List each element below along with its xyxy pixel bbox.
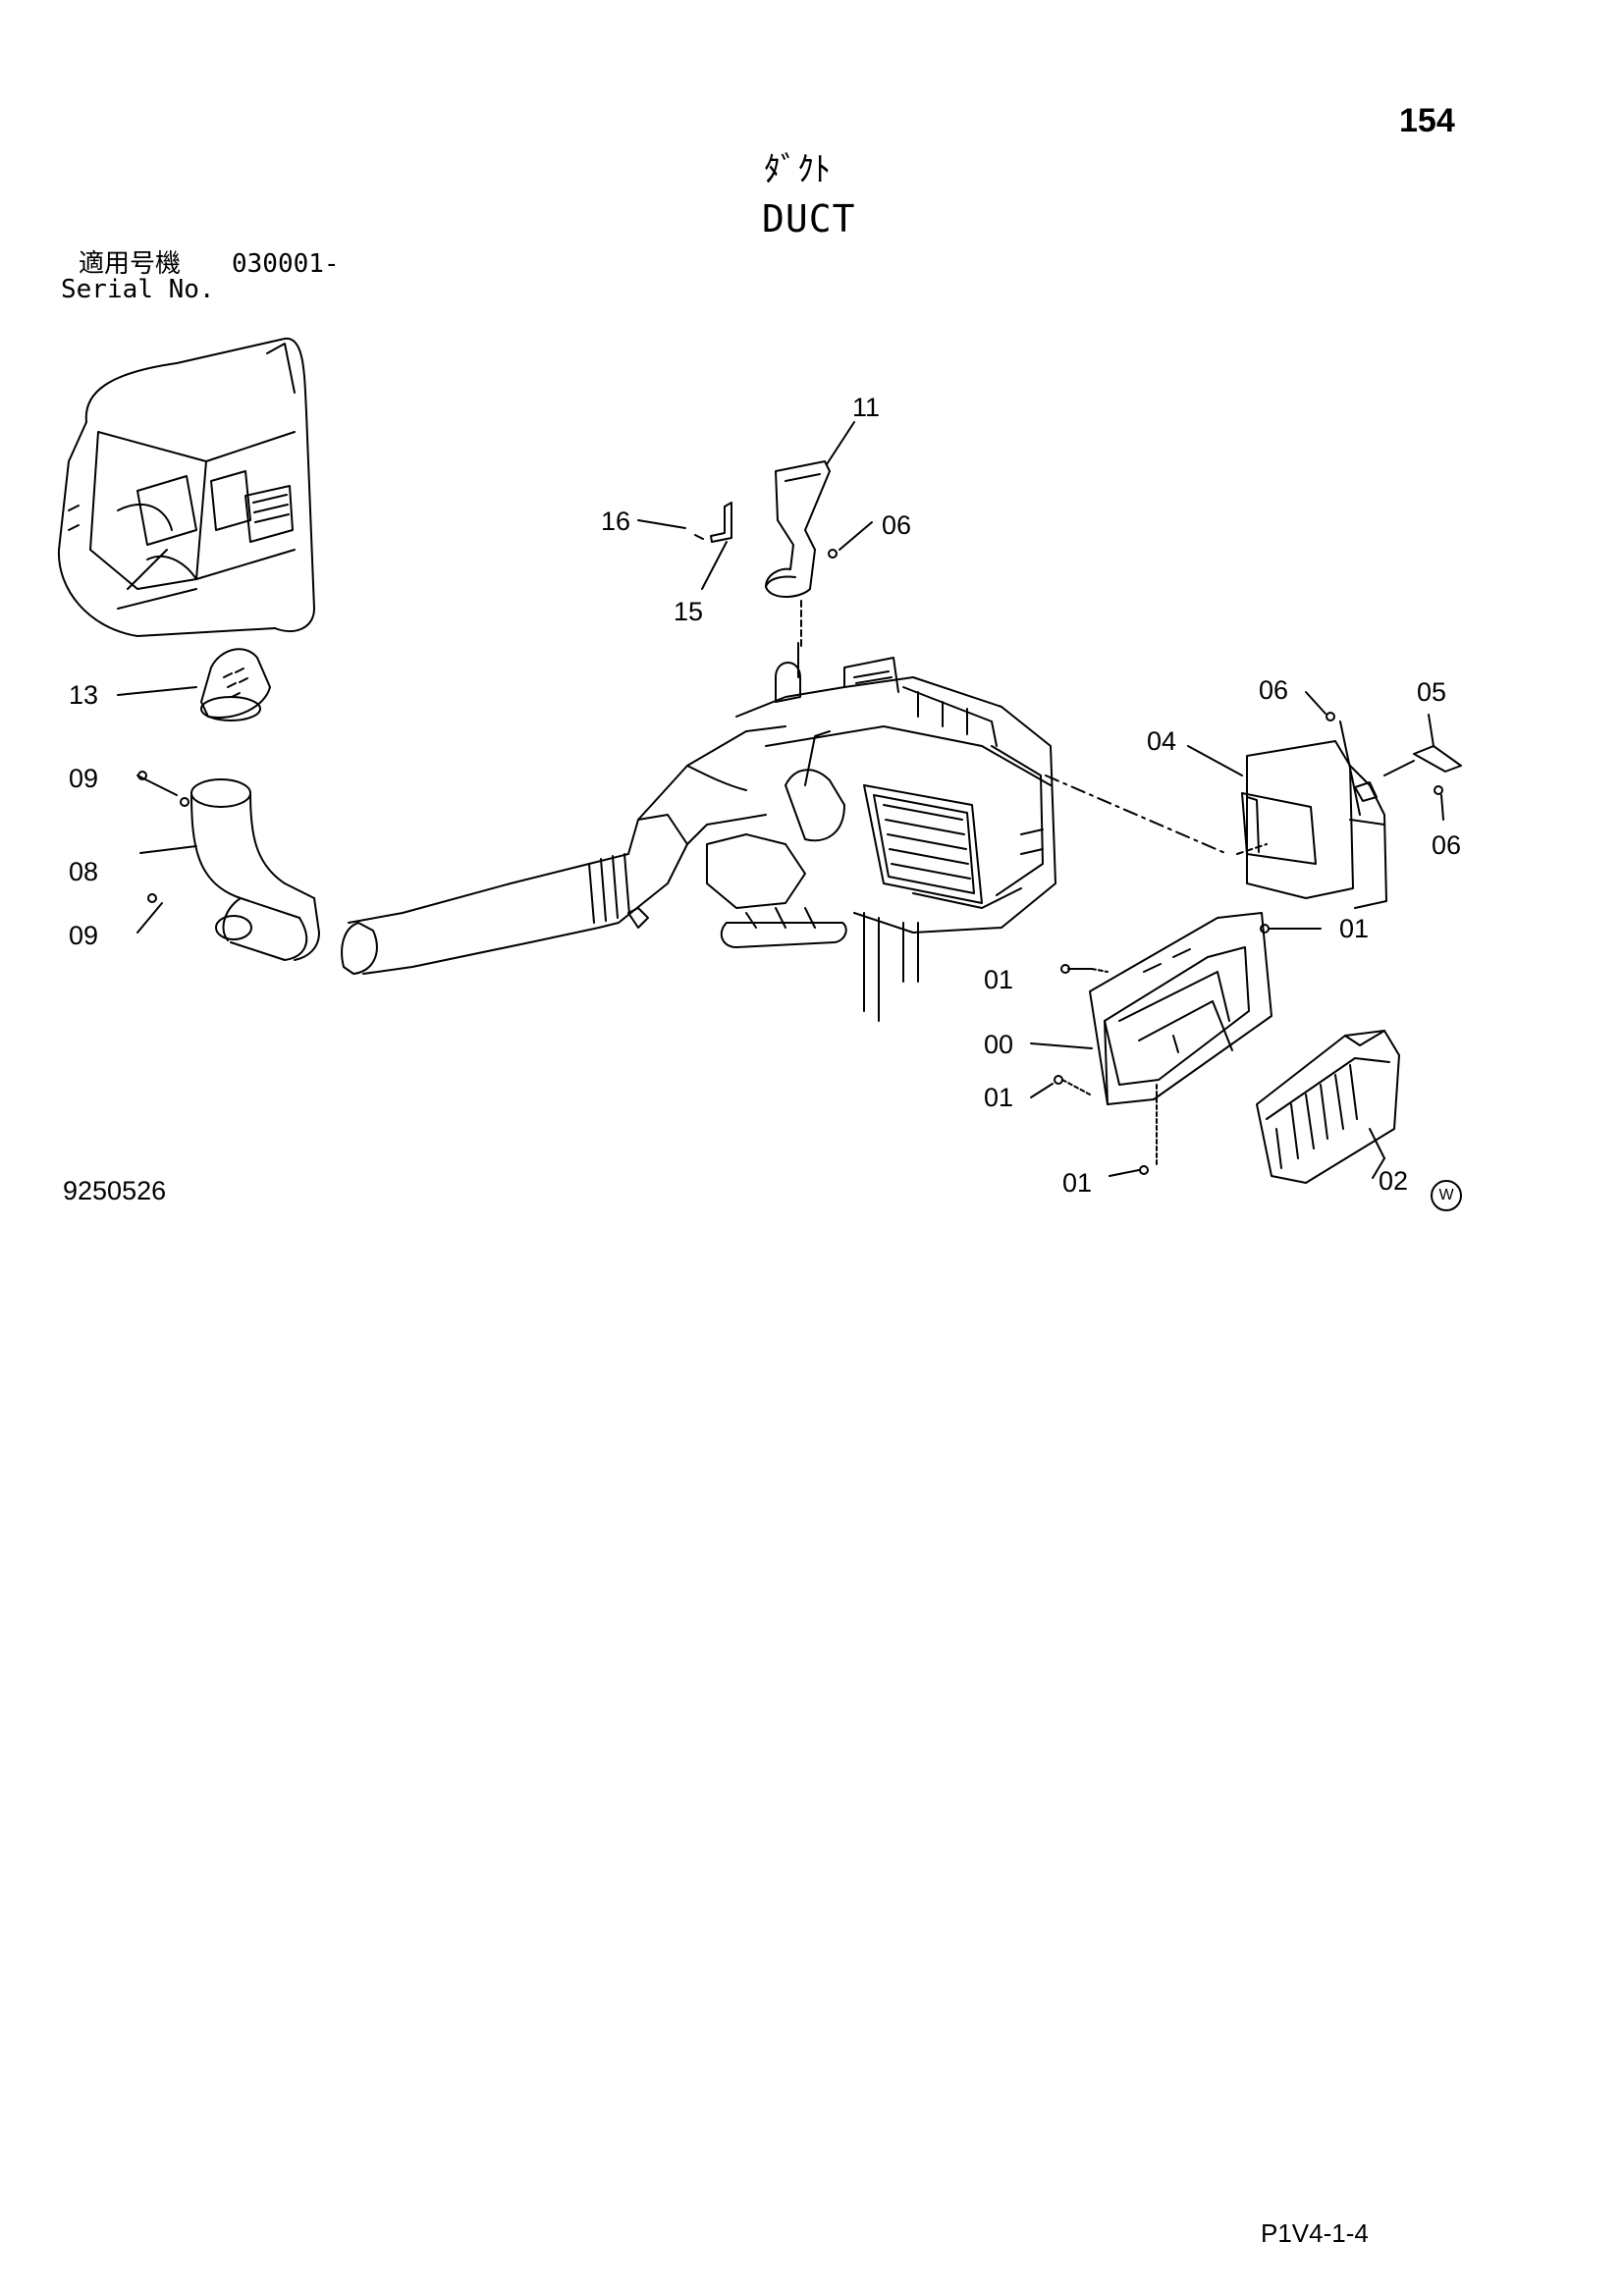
part-08-elbow-duct — [136, 774, 320, 961]
callout-06-top: 06 — [882, 510, 912, 540]
assembly-line — [1045, 774, 1228, 855]
page-title-japanese: ﾀﾞｸﾄ — [764, 150, 831, 189]
callout-11: 11 — [852, 393, 881, 422]
serial-label: Serial No. — [61, 275, 215, 304]
callout-04: 04 — [1147, 726, 1177, 756]
callout-16: 16 — [601, 507, 631, 536]
part-05-bracket — [1383, 714, 1462, 821]
callout-00: 00 — [984, 1030, 1014, 1059]
serial-label-japanese: 適用号機 — [79, 249, 182, 279]
callout-06-right-lower: 06 — [1432, 830, 1462, 860]
callout-02: 02 — [1379, 1166, 1409, 1196]
part-00-frame — [1030, 912, 1272, 1105]
part-04-filter-cover — [1187, 691, 1387, 909]
callout-06-right: 06 — [1259, 675, 1289, 705]
callout-05: 05 — [1417, 677, 1447, 707]
part-02-filter — [1256, 1030, 1400, 1184]
document-code: P1V4-1-4 — [1261, 2218, 1369, 2248]
page-number: 154 — [1399, 102, 1455, 139]
callout-09-lower: 09 — [69, 921, 99, 950]
callout-15: 15 — [674, 597, 704, 626]
page-title: DUCT — [762, 197, 856, 240]
cab-overview-sketch — [57, 337, 315, 637]
callout-08: 08 — [69, 857, 99, 886]
serial-number-value: 030001- — [232, 249, 340, 279]
diagram-code: 9250526 — [63, 1176, 167, 1205]
flexible-duct — [341, 725, 786, 975]
callout-01-left-upper: 01 — [984, 965, 1014, 994]
part-11-vent-duct — [637, 421, 873, 649]
w-symbol-mark: W — [1431, 1180, 1462, 1211]
bolt-leaders — [1030, 924, 1385, 1179]
callout-09-upper: 09 — [69, 764, 99, 793]
callout-13: 13 — [69, 680, 99, 710]
callout-01-bottom: 01 — [1062, 1168, 1093, 1198]
callout-01-right: 01 — [1339, 914, 1370, 943]
callout-01-left-lower: 01 — [984, 1083, 1014, 1112]
air-conditioner-unit — [627, 642, 1056, 1022]
part-13-louver — [117, 648, 271, 721]
